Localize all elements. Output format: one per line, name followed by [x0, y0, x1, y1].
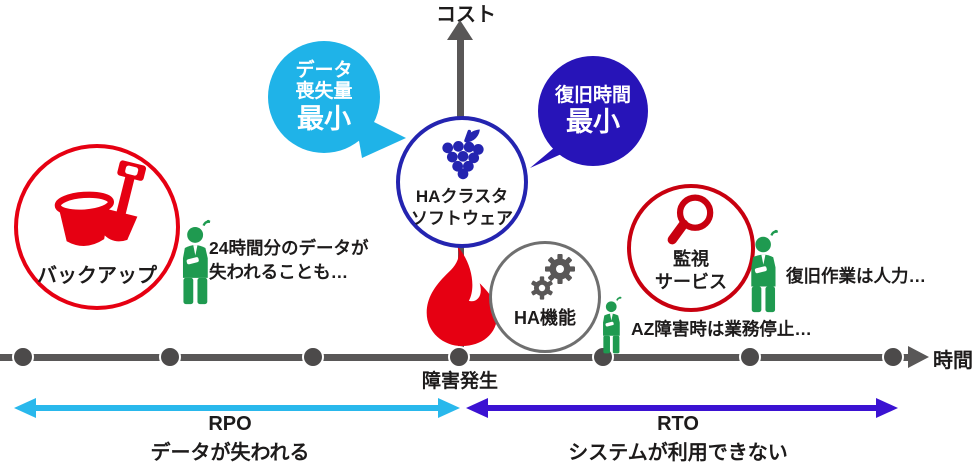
magnifier-icon: [667, 194, 714, 245]
timeline-dot: [882, 346, 904, 368]
data-loss-bubble-line1: データ: [295, 60, 353, 82]
ha-cluster-node: HAクラスタ ソフトウェア: [396, 116, 528, 248]
rto-description: システムが利用できない: [568, 442, 788, 462]
timeline-dot: [159, 346, 181, 368]
span-arrows: [14, 398, 898, 418]
backup-note-line2: 失われることも…: [209, 262, 349, 282]
ha-function-node: HA機能: [489, 241, 601, 353]
monitoring-node-label-line1: 監視: [673, 249, 709, 269]
monitoring-node: 監視 サービス: [627, 184, 755, 312]
backup-note-line1: 24時間分のデータが: [209, 238, 369, 258]
monitoring-node-label-line2: サービス: [655, 272, 727, 292]
timeline-dot-failure: [448, 346, 470, 368]
grapes-icon: [442, 129, 484, 180]
time-axis-label: 時間: [933, 350, 973, 372]
timeline-dot: [739, 346, 761, 368]
rto-label: RTO: [657, 413, 699, 435]
data-loss-bubble-emphasis: 最小: [297, 103, 351, 134]
bucket-shovel-icon: [54, 160, 147, 246]
rpo-label: RPO: [208, 413, 252, 435]
data-loss-bubble-line2: 喪失量: [295, 81, 353, 103]
rto-arrow: [466, 398, 898, 418]
recovery-bubble-emphasis: 最小: [566, 107, 620, 138]
ha-function-node-label: HA機能: [514, 308, 576, 328]
recovery-bubble-line1: 復旧時間: [554, 84, 631, 106]
time-axis-arrowhead: [908, 346, 929, 368]
ha-cluster-node-label-line2: ソフトウェア: [411, 209, 513, 228]
ha-cluster-node-label-line1: HAクラスタ: [415, 187, 509, 206]
data-loss-bubble: データ 喪失量 最小: [268, 41, 380, 153]
ha-function-note: AZ障害時は業務停止…: [631, 319, 812, 339]
timeline-dot: [12, 346, 34, 368]
backup-node-label: バックアップ: [37, 265, 157, 287]
timeline-dot: [302, 346, 324, 368]
recovery-bubble: 復旧時間 最小: [538, 56, 648, 166]
backup-node: バックアップ: [14, 144, 180, 310]
rpo-description: データが失われる: [150, 442, 310, 462]
gears-icon: [530, 254, 575, 300]
flame-icon: [426, 246, 498, 347]
cost-axis-shaft: [457, 38, 464, 117]
backup-note: 24時間分のデータが 失われることも…: [209, 236, 368, 284]
failure-event-label: 障害発生: [421, 371, 498, 392]
person-icon: [602, 296, 623, 354]
monitoring-note: 復旧作業は人力…: [786, 266, 926, 286]
cost-axis-arrowhead: [447, 20, 473, 40]
rpo-arrow: [14, 398, 460, 418]
person-icon: [750, 229, 779, 313]
